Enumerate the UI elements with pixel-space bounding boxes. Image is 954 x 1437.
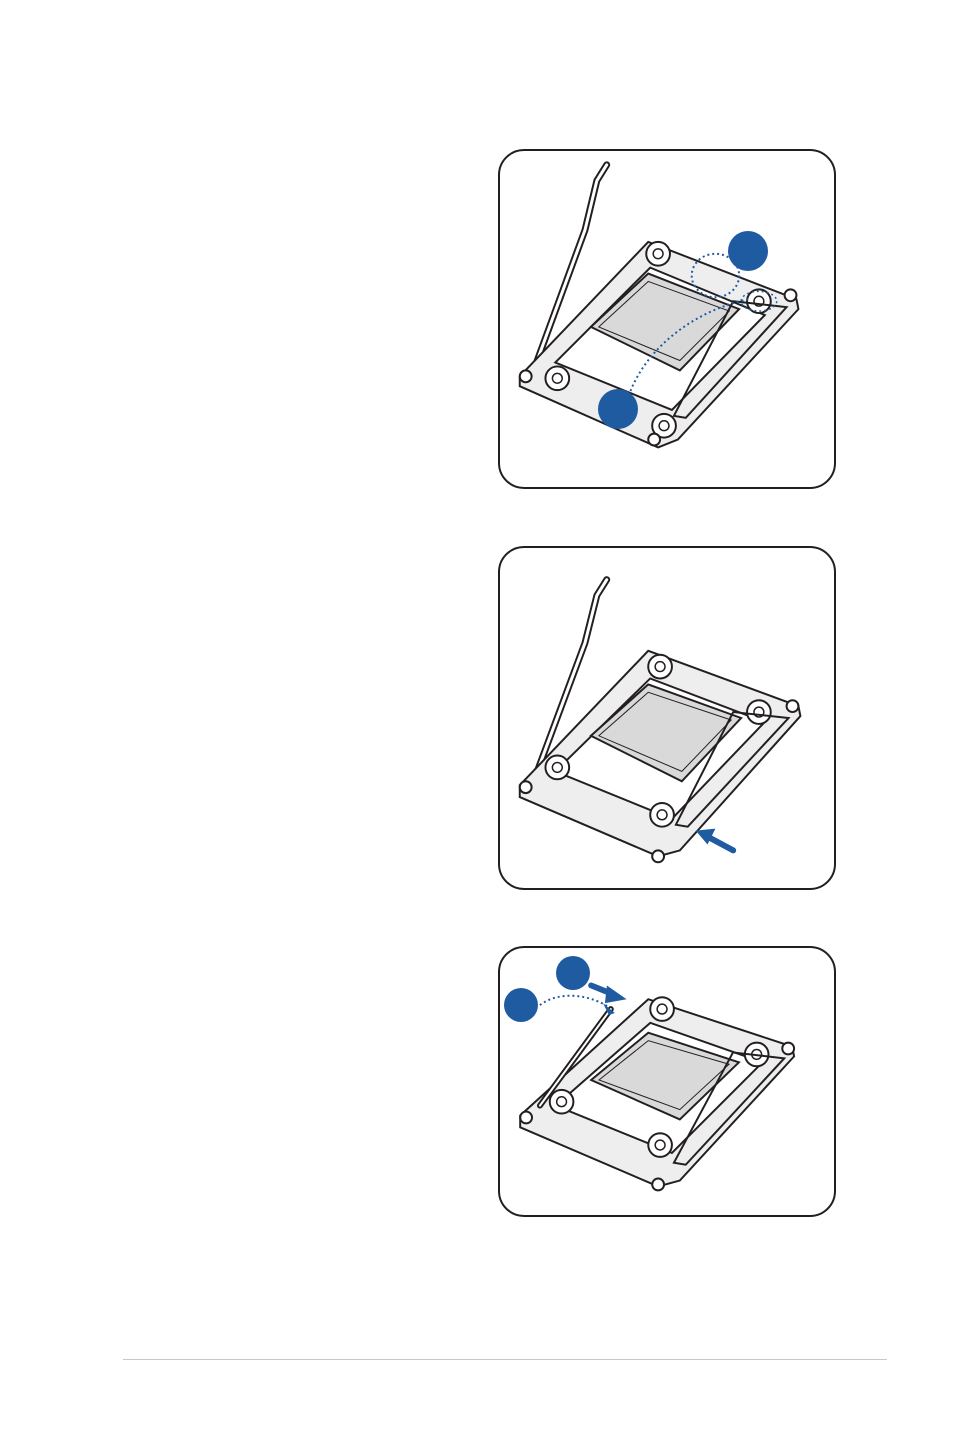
- step-badge: [504, 988, 538, 1022]
- step-badge: [556, 956, 590, 990]
- figure-2-panel: [498, 546, 836, 890]
- footer-divider: [123, 1359, 887, 1360]
- figure-3-panel: [498, 946, 836, 1217]
- dotted-arc-arrow: [540, 996, 609, 1007]
- cpu-socket-illustration: [500, 948, 834, 1215]
- cpu-socket-illustration: [500, 548, 834, 888]
- figure-1-panel: [498, 149, 836, 489]
- press-arrow: [708, 837, 734, 851]
- step-badge: [598, 389, 638, 429]
- cpu-socket-illustration: [500, 151, 834, 487]
- step-badge: [728, 231, 768, 271]
